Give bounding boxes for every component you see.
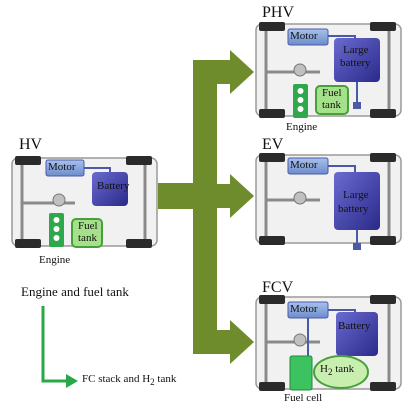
ev-car — [255, 153, 402, 250]
arrow-branch-fcv — [193, 330, 233, 354]
fcv-gear — [293, 333, 307, 347]
legend-to-label: FC stack and H2 tank — [82, 373, 177, 387]
hv-engine-label: Engine — [39, 254, 71, 266]
phv-car — [255, 22, 402, 118]
phv-fuel-tank-label-1: Fuel — [322, 87, 342, 99]
hv-fuel-tank-label-2: tank — [78, 232, 97, 244]
phv-wheel — [259, 22, 285, 31]
phv-battery — [334, 38, 380, 82]
fcv-h2-tank — [313, 355, 369, 389]
fcv-h2-sub: 2 — [327, 367, 333, 377]
fcv-wheel — [259, 295, 285, 304]
phv-wheel — [259, 109, 285, 118]
phv-gear — [293, 63, 307, 77]
phv-wheel — [370, 22, 396, 31]
hv-wheel — [126, 239, 152, 248]
phv-fuel-tank — [315, 85, 349, 115]
fcv-battery-label: Battery — [338, 320, 371, 332]
hv-fuel-tank — [71, 218, 103, 248]
ev-wheel — [370, 236, 396, 245]
phv-fuel-tank-label-2: tank — [322, 99, 341, 111]
legend-to-main: FC stack and H — [82, 373, 151, 385]
fcv-wheel — [259, 382, 285, 391]
hv-wheel — [126, 156, 152, 165]
legend-arrow-line — [41, 306, 68, 383]
hv-motor-label: Motor — [48, 161, 76, 173]
phv-plug — [353, 102, 361, 109]
ev-wheel — [259, 236, 285, 245]
hv-engine-cylinder — [53, 226, 60, 232]
ev-battery-label-2: battery — [338, 203, 369, 215]
hv-battery-label: Battery — [97, 180, 130, 192]
legend-from-label: Engine and fuel tank — [21, 284, 129, 299]
fcv-h2-suffix: tank — [332, 363, 355, 375]
ev-battery-label-1: Large — [343, 189, 369, 201]
arrow-head-phv — [230, 50, 254, 94]
hv-title: HV — [19, 136, 43, 153]
fcv-h2-main: H — [320, 363, 328, 375]
ev-plug — [353, 243, 361, 250]
hv-gear — [52, 193, 66, 207]
hv-engine-cylinder — [53, 217, 60, 223]
legend-to-sub: 2 — [150, 377, 155, 387]
phv-motor-label: Motor — [290, 30, 318, 42]
legend-to-suffix: tank — [154, 373, 177, 385]
legend-arrow-head — [66, 374, 78, 388]
arrow-head-fcv — [230, 320, 254, 364]
fcv-wire — [328, 309, 356, 312]
ev-wheel — [370, 153, 396, 162]
fcv-motor-label: Motor — [290, 303, 318, 315]
phv-engine-cylinder — [297, 88, 304, 94]
phv-battery-label-2: battery — [340, 57, 371, 69]
hv-wheel — [15, 239, 41, 248]
hv-battery — [92, 172, 128, 206]
arrow-branch-phv — [193, 60, 233, 84]
ev-battery — [334, 172, 380, 230]
fcv-fuel-cell-label: Fuel cell — [284, 392, 323, 404]
fcv-battery — [336, 312, 378, 356]
phv-wire — [328, 35, 356, 38]
phv-engine-label: Engine — [286, 121, 318, 133]
hv-engine-cylinder — [53, 235, 60, 241]
hv-wire — [84, 167, 111, 172]
ev-wire — [328, 165, 356, 172]
phv-engine-cylinder — [297, 97, 304, 103]
phv-engine-cylinder — [297, 106, 304, 112]
ev-wheel — [259, 153, 285, 162]
fcv-wheel — [370, 295, 396, 304]
ev-title: EV — [262, 136, 284, 153]
arrow-branch-ev — [205, 184, 234, 208]
phv-title: PHV — [262, 4, 295, 21]
phv-wheel — [370, 109, 396, 118]
legend-arrow — [41, 306, 78, 388]
fcv-wheel — [370, 382, 396, 391]
fcv-h2-tank-label: H2 tank — [320, 363, 355, 377]
hv-wheel — [15, 156, 41, 165]
hv-car — [11, 156, 158, 248]
ev-motor-label: Motor — [290, 159, 318, 171]
fcv-car — [255, 295, 402, 391]
branch-arrows — [158, 50, 254, 364]
fcv-title: FCV — [262, 279, 294, 296]
arrow-head-ev — [230, 174, 254, 218]
hv-fuel-tank-label-1: Fuel — [78, 220, 98, 232]
phv-battery-label-1: Large — [343, 44, 369, 56]
fcv-fuel-cell — [289, 355, 313, 391]
ev-gear — [293, 191, 307, 205]
